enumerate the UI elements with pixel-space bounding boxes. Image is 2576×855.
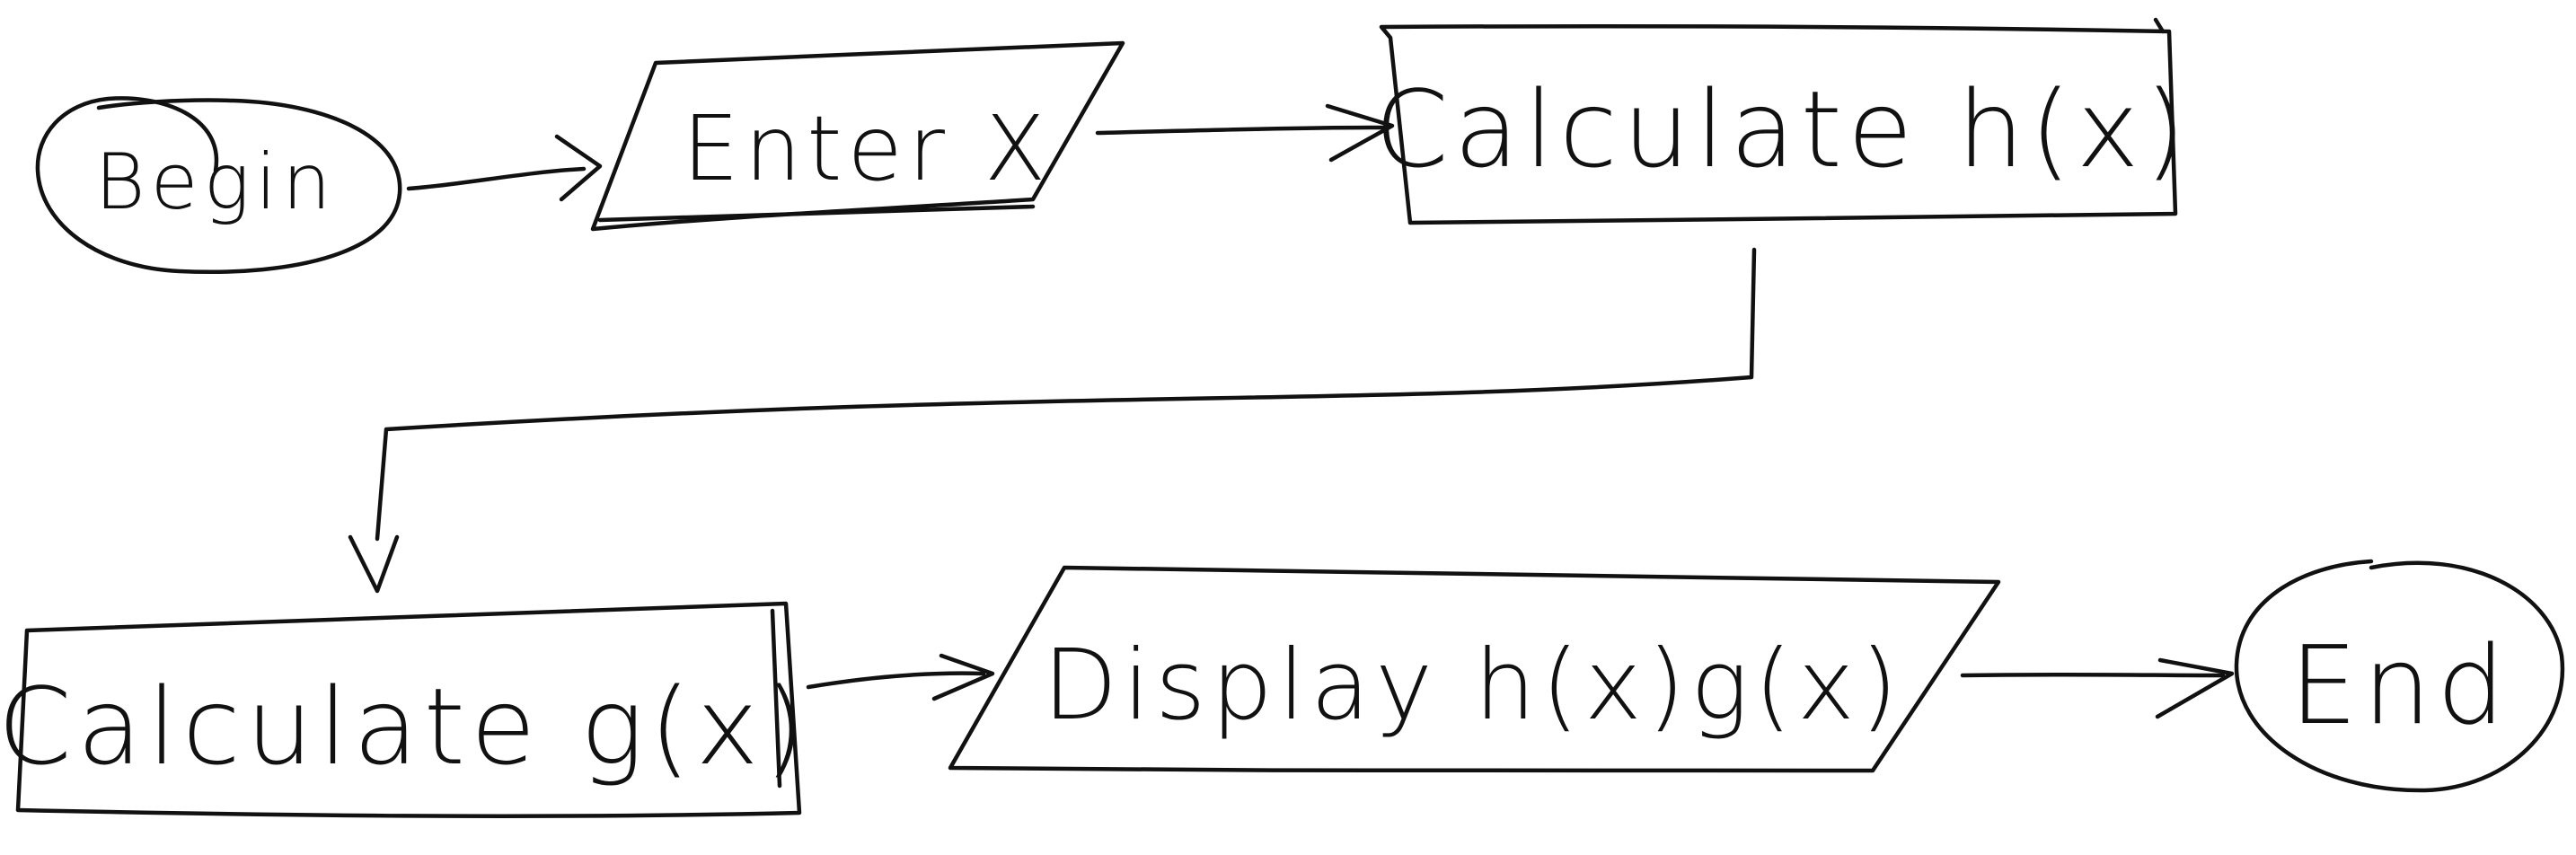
calc-h-corner-flourish xyxy=(2153,17,2166,34)
enter-x-parallelogram-shape xyxy=(590,40,1125,232)
edge-line xyxy=(1960,672,2226,678)
arrowhead xyxy=(2155,657,2235,719)
enter-x-overstroke xyxy=(597,204,1036,223)
end-label: End xyxy=(2289,624,2510,749)
node-begin: Begin xyxy=(35,96,402,274)
arrowhead xyxy=(554,134,603,202)
calc-h-label: Calculate h(x) xyxy=(1374,67,2191,191)
arrowhead xyxy=(348,534,400,594)
node-calc-g: Calculate g(x) xyxy=(0,601,811,818)
calc-g-rectangle-shape xyxy=(15,601,802,818)
node-end: End xyxy=(2234,559,2565,793)
edge-calc-h-to-calc-g xyxy=(348,247,1757,594)
arrowhead xyxy=(931,653,995,701)
edge-begin-to-enter xyxy=(406,134,603,202)
display-parallelogram-shape xyxy=(948,565,2001,774)
node-calc-h: Calculate h(x) xyxy=(1374,17,2191,225)
node-display: Display h(x)g(x) xyxy=(948,565,2001,774)
end-oval-shape xyxy=(2234,559,2565,793)
begin-oval-shape xyxy=(35,96,402,274)
edge-line xyxy=(1095,125,1386,136)
edge-calc-g-to-display xyxy=(806,653,995,701)
node-enter-x: Enter X xyxy=(590,40,1125,232)
enter-x-label: Enter X xyxy=(683,96,1052,201)
edge-line xyxy=(806,671,986,690)
begin-label: Begin xyxy=(94,137,336,227)
calc-g-side-overstroke xyxy=(770,608,782,789)
edge-display-to-end xyxy=(1960,657,2235,719)
edge-enter-to-calc-h xyxy=(1095,103,1395,163)
calc-h-rectangle-shape xyxy=(1379,23,2178,225)
arrowhead xyxy=(1325,103,1395,163)
edge-line xyxy=(406,166,587,191)
calc-g-label: Calculate g(x) xyxy=(0,665,811,789)
display-label: Display h(x)g(x) xyxy=(1043,630,1903,742)
edge-line xyxy=(375,247,1757,542)
